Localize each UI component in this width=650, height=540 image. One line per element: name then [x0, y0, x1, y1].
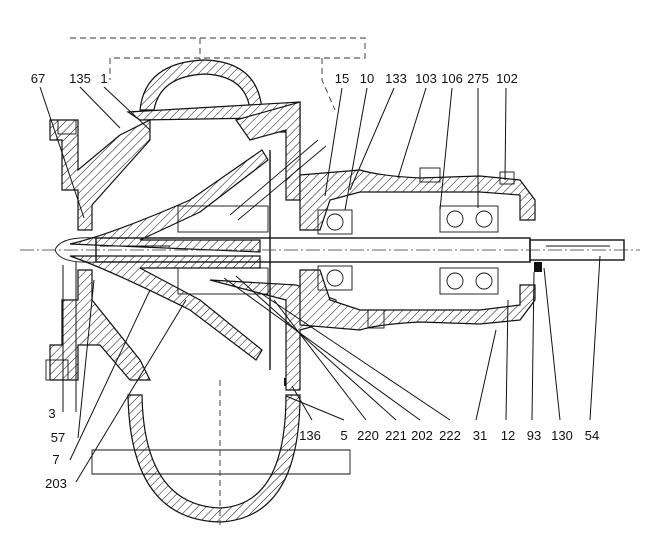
front-bearing — [317, 209, 353, 291]
callout-221: 221 — [385, 428, 407, 443]
callout-labels: 15 10 133 103 106 275 102 67 135 1 3 57 … — [31, 71, 599, 491]
leader-lines — [39, 86, 601, 483]
callout-7: 7 — [52, 452, 59, 467]
callout-275: 275 — [467, 71, 489, 86]
callout-12: 12 — [501, 428, 515, 443]
callout-220: 220 — [357, 428, 379, 443]
callout-133: 133 — [385, 71, 407, 86]
callout-5: 5 — [340, 428, 347, 443]
callout-130: 130 — [551, 428, 573, 443]
callout-103: 103 — [415, 71, 437, 86]
drain-pipe — [229, 139, 327, 221]
callout-136: 136 — [299, 428, 321, 443]
callout-67: 67 — [31, 71, 45, 86]
top-dashed-outline — [70, 37, 366, 111]
callout-93: 93 — [527, 428, 541, 443]
bearing-frame — [299, 167, 536, 331]
callout-31: 31 — [473, 428, 487, 443]
callout-203: 203 — [45, 476, 67, 491]
shaft — [20, 237, 640, 272]
callout-3: 3 — [48, 406, 55, 421]
callout-222: 222 — [439, 428, 461, 443]
rear-bearing — [439, 205, 499, 295]
callout-57: 57 — [51, 430, 65, 445]
impeller — [54, 149, 269, 361]
suction-cover — [45, 119, 151, 381]
lower-volute — [91, 378, 351, 525]
callout-106: 106 — [441, 71, 463, 86]
callout-102: 102 — [496, 71, 518, 86]
callout-135: 135 — [69, 71, 91, 86]
callout-10: 10 — [360, 71, 374, 86]
callout-202: 202 — [411, 428, 433, 443]
callout-54: 54 — [585, 428, 599, 443]
callout-1: 1 — [100, 71, 107, 86]
callout-15: 15 — [335, 71, 349, 86]
